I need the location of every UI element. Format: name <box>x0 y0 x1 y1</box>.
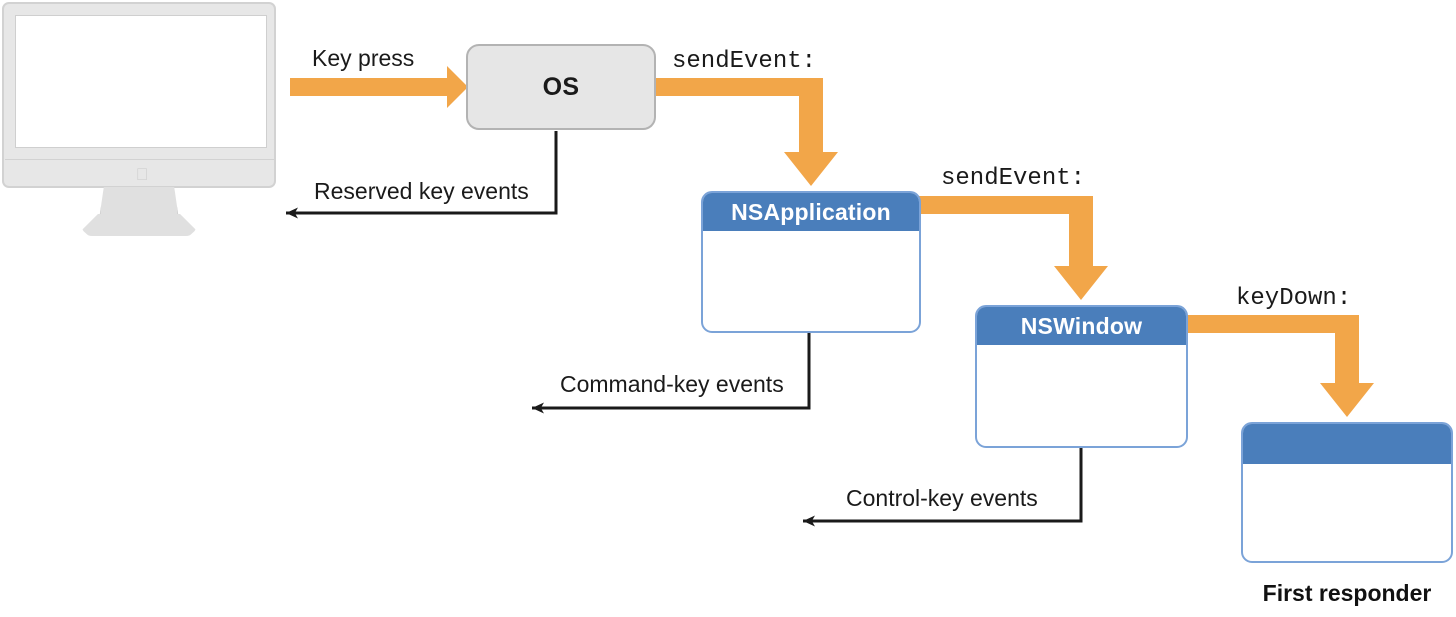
imac-chin-divider <box>5 159 275 160</box>
imac-display-icon:  <box>2 2 278 236</box>
node-os-label: OS <box>542 72 580 101</box>
label-reserved-key-events: Reserved key events <box>314 178 529 204</box>
node-nsapplication-label: NSApplication <box>731 198 891 225</box>
node-nsapplication[interactable]: NSApplication <box>701 191 921 333</box>
node-first-responder[interactable] <box>1241 422 1453 563</box>
imac-screen <box>15 15 267 148</box>
arrow-send-event-nsapplication <box>654 78 838 186</box>
node-nswindow-header: NSWindow <box>977 307 1186 345</box>
arrow-key-down <box>1186 315 1374 417</box>
arrow-send-event-nswindow <box>919 196 1108 300</box>
node-nswindow-label: NSWindow <box>1020 312 1143 339</box>
arrow-reserved-key-events <box>286 131 558 219</box>
label-key-down: keyDown: <box>1236 285 1352 312</box>
node-nsapplication-header: NSApplication <box>703 193 919 231</box>
apple-logo-icon:  <box>135 166 149 183</box>
arrow-command-key-events <box>532 333 811 414</box>
label-command-key-events: Command-key events <box>560 371 784 397</box>
label-key-press: Key press <box>312 45 415 71</box>
imac-bezel:  <box>2 2 276 188</box>
arrow-key-press <box>290 66 468 108</box>
imac-stand-foot <box>82 214 196 236</box>
label-control-key-events: Control-key events <box>846 485 1038 511</box>
node-first-responder-header <box>1243 424 1451 464</box>
node-first-responder-caption: First responder <box>1262 580 1432 606</box>
node-nswindow[interactable]: NSWindow <box>975 305 1188 448</box>
arrow-control-key-events <box>803 448 1083 527</box>
label-send-event-nsapplication: sendEvent: <box>672 48 817 75</box>
node-os[interactable]: OS <box>466 44 656 130</box>
label-send-event-nswindow: sendEvent: <box>941 165 1086 192</box>
